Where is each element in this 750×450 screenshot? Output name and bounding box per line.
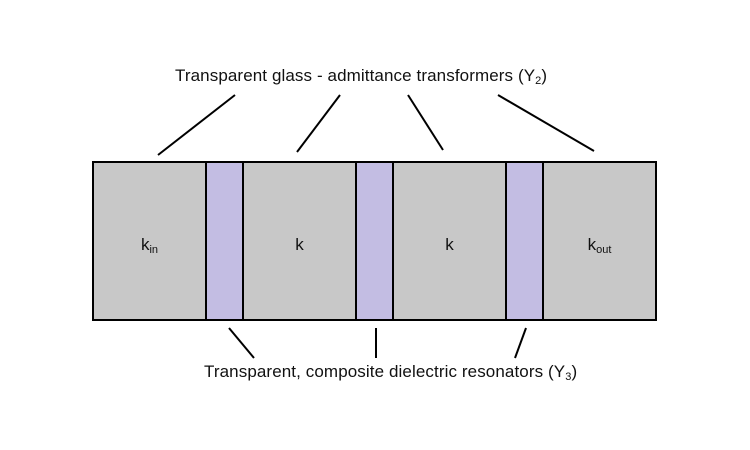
dielectric-resonator-3 [505, 161, 544, 321]
layer-label-kin: kin [140, 235, 159, 256]
leader-line-top-3 [407, 94, 444, 151]
layer-label-k-1: k [295, 235, 304, 254]
glass-layer-output: kout [542, 161, 657, 321]
admittance-transformers-caption: Transparent glass - admittance transform… [175, 66, 548, 87]
layer-label-k-2: k [445, 235, 454, 254]
glass-layer-input: kin [92, 161, 207, 321]
glass-layer-3: k [392, 161, 507, 321]
leader-line-bottom-3 [514, 327, 527, 359]
dielectric-resonators-caption: Transparent, composite dielectric resona… [204, 362, 578, 383]
leader-line-top-2 [296, 94, 341, 153]
dielectric-resonator-1 [205, 161, 244, 321]
leader-line-top-4 [497, 94, 595, 152]
leader-line-bottom-1 [228, 327, 255, 359]
glass-layer-2: k [242, 161, 357, 321]
leader-line-top-1 [157, 94, 236, 156]
dielectric-resonator-2 [355, 161, 394, 321]
layer-label-kout: kout [587, 235, 612, 256]
